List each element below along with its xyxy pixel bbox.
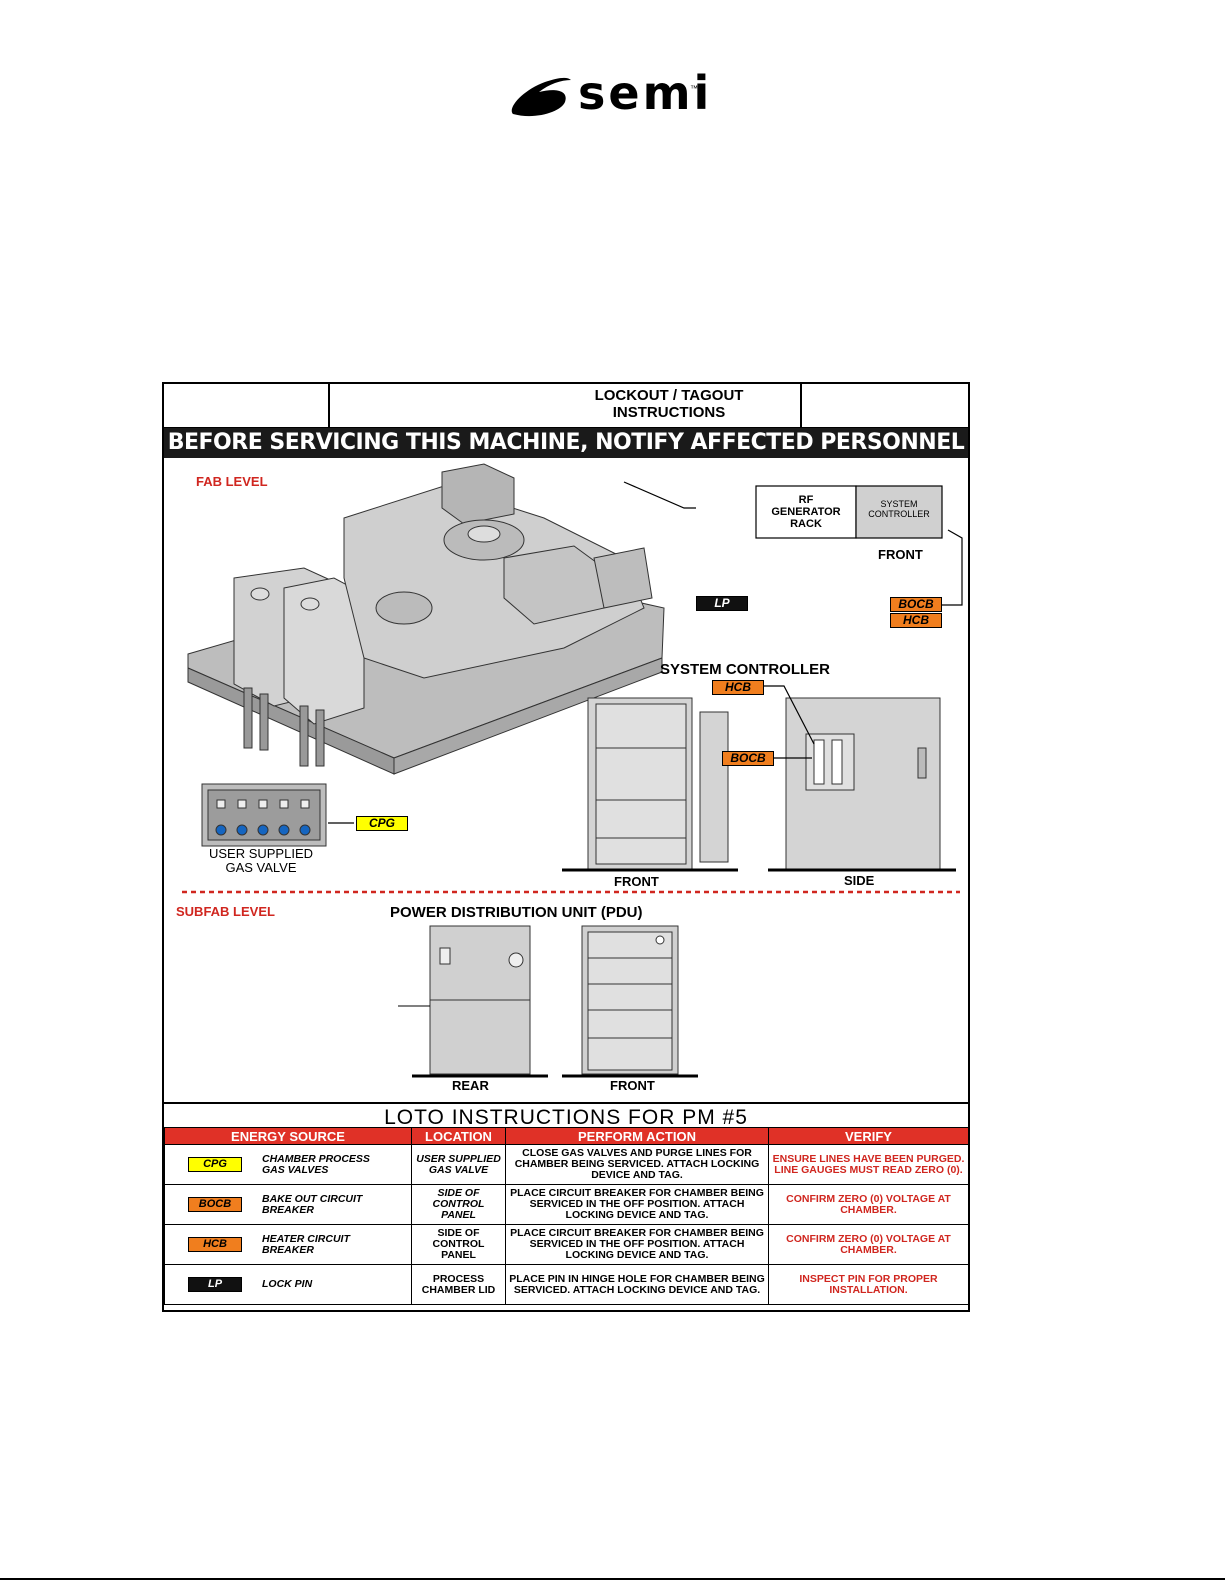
pdu-front-label: FRONT (610, 1078, 655, 1093)
hcb-tag-top: HCB (890, 613, 942, 628)
rf-rack-box (755, 485, 857, 539)
pdu-rear-label: REAR (452, 1078, 489, 1093)
rf-line1: RF (798, 494, 814, 506)
rf-line2: GENERATOR (771, 506, 841, 518)
header-cell-center (330, 384, 802, 427)
bocb-tag-sc: BOCB (722, 751, 774, 766)
main-machine-drawing (187, 463, 665, 775)
loto-title: LOTO INSTRUCTIONS FOR PM #5 (164, 1102, 968, 1132)
cpg-source-tag: CPG (188, 1157, 242, 1172)
gas-valve-line2: GAS VALVE (225, 860, 297, 875)
action-cell: PLACE PIN IN HINGE HOLE FOR CHAMBER BEIN… (505, 1264, 769, 1305)
hcb-tag-sc: HCB (712, 680, 764, 695)
system-controller-side-drawing (768, 697, 956, 872)
system-controller-box (855, 485, 943, 539)
action-cell: PLACE CIRCUIT BREAKER FOR CHAMBER BEING … (505, 1224, 769, 1265)
source-line1: CHAMBER PROCESS (262, 1152, 370, 1165)
col-verify: VERIFY (768, 1127, 969, 1145)
lp-tag: LP (696, 596, 748, 611)
verify-cell: ENSURE LINES HAVE BEEN PURGED. LINE GAUG… (768, 1144, 969, 1185)
action-cell: PLACE CIRCUIT BREAKER FOR CHAMBER BEING … (505, 1184, 769, 1225)
sc-front-label: FRONT (614, 874, 659, 889)
source-line2: BREAKER (262, 1203, 314, 1216)
lp-source-tag: LP (188, 1277, 242, 1292)
source-line2: BREAKER (262, 1243, 314, 1256)
energy-source-cell: LP LOCK PIN (164, 1264, 412, 1305)
loto-poster: LOCKOUT / TAGOUT INSTRUCTIONS BEFORE SER… (162, 382, 970, 1312)
verify-cell: CONFIRM ZERO (0) VOLTAGE AT CHAMBER. (768, 1184, 969, 1225)
header-title-line2: INSTRUCTIONS (612, 404, 726, 421)
header-title-line1: LOCKOUT / TAGOUT (594, 387, 744, 404)
footer-rule (0, 1578, 1225, 1580)
verify-cell: INSPECT PIN FOR PROPER INSTALLATION. (768, 1264, 969, 1305)
subfab-level-label: SUBFAB LEVEL (176, 904, 275, 919)
semi-logo (511, 77, 571, 117)
source-line1: HEATER CIRCUIT (262, 1232, 350, 1245)
gas-valve-label: USER SUPPLIED GAS VALVE (190, 847, 332, 875)
sys-ctrl-line1: SYSTEM (880, 499, 918, 509)
sc-side-label: SIDE (844, 873, 875, 888)
system-controller-small-label: SYSTEM CONTROLLER (856, 499, 942, 519)
front-label-top: FRONT (878, 547, 923, 562)
col-location: LOCATION (411, 1127, 506, 1145)
logo-trademark: ™ (690, 84, 698, 93)
gas-valve-panel-drawing (201, 783, 327, 847)
bocb-leader-line (940, 529, 963, 606)
gas-valve-line1: USER SUPPLIED (208, 846, 314, 861)
pdu-front-drawing (562, 925, 698, 1078)
source-line1: LOCK PIN (262, 1278, 313, 1290)
verify-cell: CONFIRM ZERO (0) VOLTAGE AT CHAMBER. (768, 1224, 969, 1265)
warning-banner: BEFORE SERVICING THIS MACHINE, NOTIFY AF… (164, 428, 968, 458)
location-cell: PROCESS CHAMBER LID (411, 1264, 506, 1305)
cpg-tag: CPG (356, 816, 408, 831)
poster-header: LOCKOUT / TAGOUT INSTRUCTIONS (164, 384, 968, 429)
equipment-diagram (182, 463, 963, 1078)
pdu-rear-drawing (398, 925, 548, 1078)
col-energy-source: ENERGY SOURCE (164, 1127, 412, 1145)
rf-rack-label: RF GENERATOR RACK (756, 494, 856, 530)
header-title: LOCKOUT / TAGOUT INSTRUCTIONS (544, 387, 794, 421)
location-cell: SIDE OF CONTROL PANEL (411, 1184, 506, 1225)
hcb-source-tag: HCB (188, 1237, 242, 1252)
action-cell: CLOSE GAS VALVES AND PURGE LINES FOR CHA… (505, 1144, 769, 1185)
logo-text: semi (578, 66, 713, 120)
source-line2: GAS VALVES (262, 1163, 329, 1176)
bocb-tag-top: BOCB (890, 597, 942, 612)
lp-leader-line (623, 481, 696, 509)
rf-line3: RACK (790, 518, 822, 530)
col-perform-action: PERFORM ACTION (505, 1127, 769, 1145)
loto-header-row: ENERGY SOURCE LOCATION PERFORM ACTION VE… (164, 1127, 969, 1145)
header-cell-left (164, 384, 330, 427)
loto-table: ENERGY SOURCE LOCATION PERFORM ACTION VE… (164, 1127, 969, 1305)
source-line1: BAKE OUT CIRCUIT (262, 1192, 363, 1205)
pdu-title: POWER DISTRIBUTION UNIT (PDU) (390, 904, 643, 921)
location-cell: SIDE OF CONTROL PANEL (411, 1224, 506, 1265)
sys-ctrl-line2: CONTROLLER (868, 509, 930, 519)
system-controller-title: SYSTEM CONTROLLER (660, 661, 831, 678)
location-cell: USER SUPPLIED GAS VALVE (411, 1144, 506, 1185)
system-controller-front-drawing (562, 697, 738, 872)
table-row: LP LOCK PIN PROCESS CHAMBER LID PLACE PIN… (164, 1264, 969, 1305)
fab-level-label: FAB LEVEL (196, 474, 268, 489)
bocb-source-tag: BOCB (188, 1197, 242, 1212)
